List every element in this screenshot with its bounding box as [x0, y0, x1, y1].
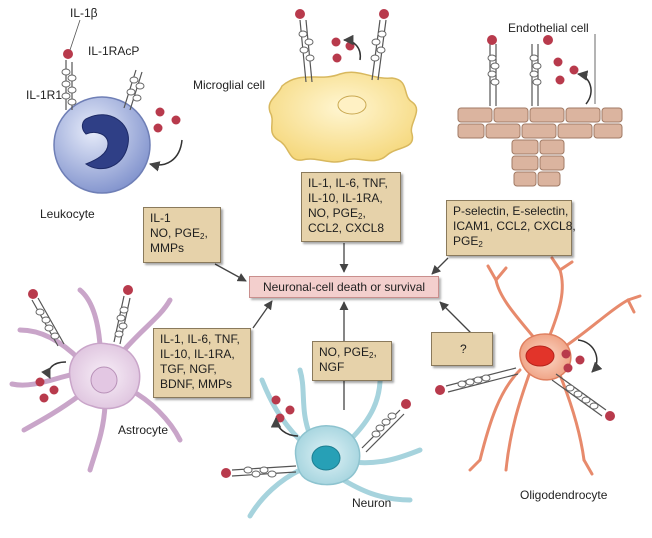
- label-neuron: Neuron: [352, 496, 392, 510]
- factor-line: ?: [460, 342, 467, 356]
- microglial-cell: [268, 9, 418, 163]
- factor-line: ICAM1, CCL2, CXCL8,: [453, 219, 576, 233]
- leukocyte-cell: [53, 19, 183, 194]
- label-microglial: Microglial cell: [193, 78, 266, 92]
- endothelial-cell: [457, 34, 623, 187]
- oligodendrocyte-factors-box: ?: [431, 332, 493, 366]
- factor-line: MMPs: [150, 241, 184, 255]
- factor-line: CCL2, CXCL8: [308, 221, 385, 235]
- factor-line: IL-10, IL-1RA,: [308, 191, 383, 205]
- label-il1r1: IL-1R1: [26, 88, 63, 102]
- factor-line: IL-1, IL-6, TNF,: [308, 176, 388, 190]
- microglia-factors-box: IL-1, IL-6, TNF,IL-10, IL-1RA,NO, PGE2,C…: [301, 172, 401, 242]
- factor-line: P-selectin, E-selectin,: [453, 204, 569, 218]
- label-leukocyte: Leukocyte: [40, 207, 95, 221]
- center-outcome-box: Neuronal-cell death or survival: [249, 276, 439, 298]
- neuron-cell: [221, 367, 423, 519]
- factor-line: PGE2: [453, 234, 483, 249]
- factor-line: NO, PGE2,: [308, 206, 366, 221]
- label-il1b: IL-1β: [70, 6, 98, 20]
- factor-line: BDNF, MMPs: [160, 377, 232, 391]
- factor-line: NO, PGE2,: [150, 226, 208, 241]
- factor-line: NGF: [319, 360, 345, 374]
- label-astrocyte: Astrocyte: [118, 423, 169, 437]
- flow-arrows: [214, 243, 473, 410]
- astrocyte-cell: [9, 285, 183, 473]
- neuron-factors-box: NO, PGE2,NGF: [312, 341, 392, 381]
- oligodendrocyte-cell: [435, 256, 642, 476]
- label-endothelial: Endothelial cell: [508, 21, 589, 35]
- factor-line: NO, PGE2,: [319, 345, 377, 360]
- factor-line: IL-1: [150, 211, 171, 225]
- factor-line: IL-1, IL-6, TNF,: [160, 332, 240, 346]
- factor-line: TGF, NGF,: [160, 362, 217, 376]
- label-oligodendrocyte: Oligodendrocyte: [520, 488, 608, 502]
- endothelial-factors-box: P-selectin, E-selectin,ICAM1, CCL2, CXCL…: [446, 200, 576, 256]
- astrocyte-factors-box: IL-1, IL-6, TNF,IL-10, IL-1RA,TGF, NGF,B…: [153, 328, 251, 398]
- label-il1racp: IL-1RAcP: [88, 44, 140, 58]
- factor-line: IL-10, IL-1RA,: [160, 347, 235, 361]
